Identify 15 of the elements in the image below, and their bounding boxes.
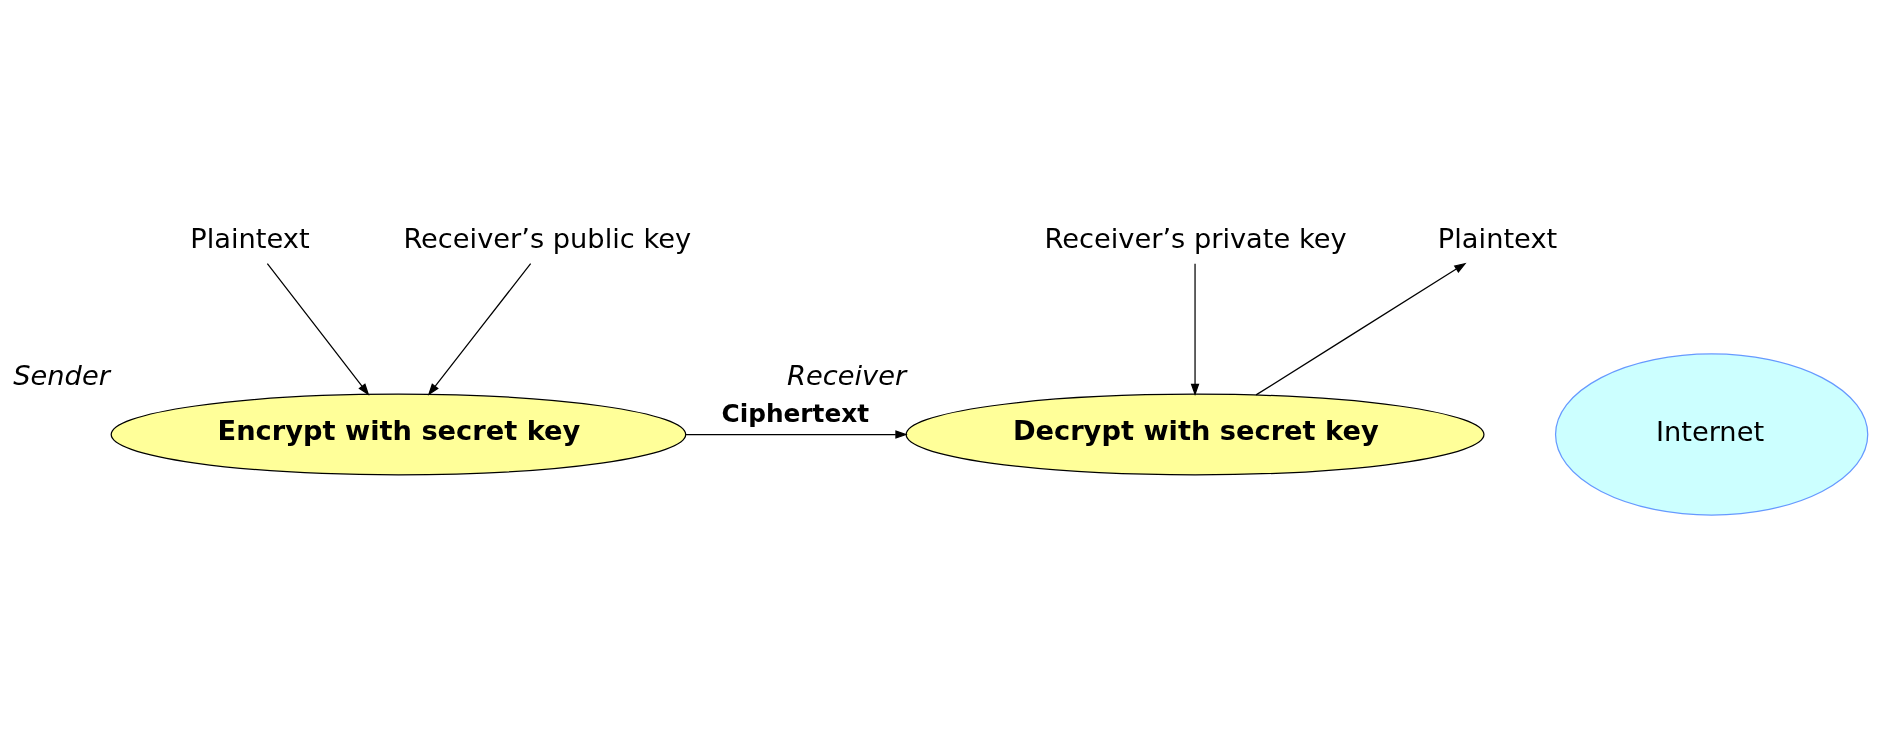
node-ellipse: Decrypt with secret key <box>905 393 1485 475</box>
node-text: Plaintext <box>1437 222 1558 254</box>
arrow <box>1190 262 1200 396</box>
node-label: Receiver <box>787 359 907 391</box>
arrow <box>427 262 532 396</box>
arrow <box>685 429 908 439</box>
node-label: Sender <box>13 359 110 391</box>
node-ellipse: Internet <box>1554 352 1869 516</box>
edge-label: Ciphertext <box>721 398 870 428</box>
node-text: Plaintext <box>190 222 310 254</box>
node-ellipse: Encrypt with secret key <box>110 393 687 475</box>
node-text: Receiver’s private key <box>1044 222 1347 254</box>
arrow <box>1255 262 1467 395</box>
arrow <box>266 262 370 396</box>
node-text: Receiver’s public key <box>403 222 692 254</box>
